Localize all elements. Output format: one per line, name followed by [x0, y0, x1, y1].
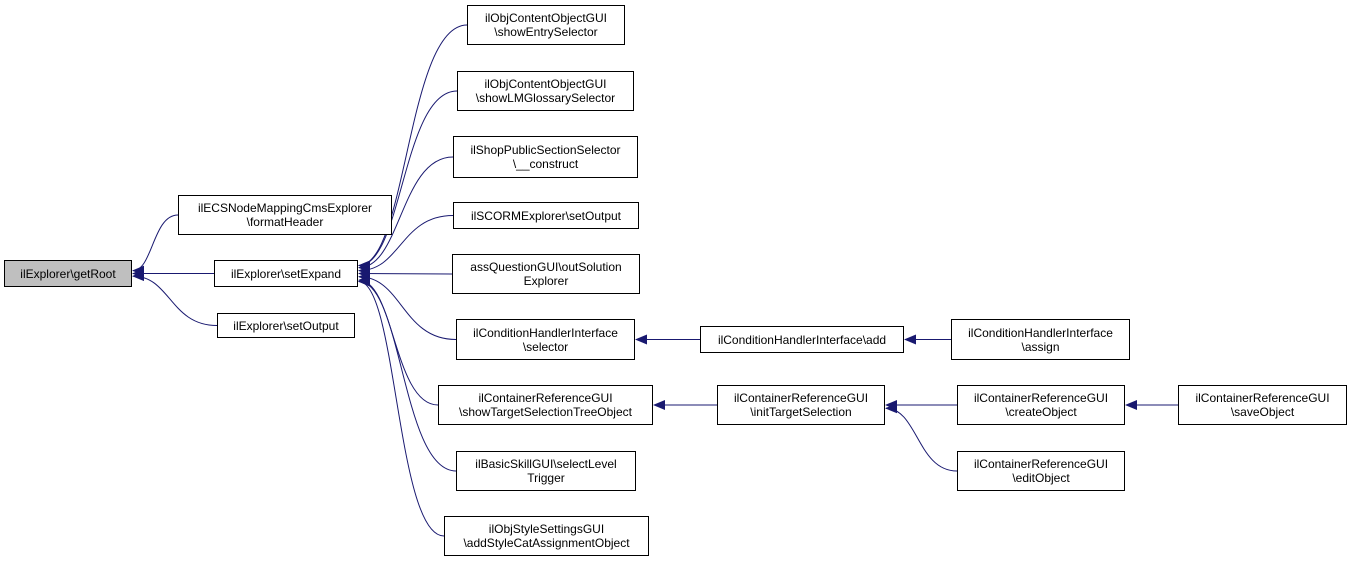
node-showtargetselectiontreeobject[interactable]: ilContainerReferenceGUI\showTargetSelect… — [438, 385, 653, 425]
edge-editobj-to-inittarget — [885, 403, 958, 472]
node-condition-add[interactable]: ilConditionHandlerInterface\add — [700, 326, 904, 353]
node-label-line: ilContainerReferenceGUI — [478, 391, 613, 405]
node-label-line: ilConditionHandlerInterface — [473, 325, 618, 340]
node-label-line: ilShopPublicSectionSelector — [470, 143, 621, 157]
node-label-line: \editObject — [1012, 471, 1070, 485]
node-label-line: \addStyleCatAssignmentObject — [463, 536, 630, 550]
edge-scormsetout-to-setexpand — [358, 215, 454, 276]
node-label-line: ilExplorer\setOutput — [233, 318, 339, 333]
node-label-line: \createObject — [1005, 405, 1077, 419]
node-label-line: ilContainerReferenceGUI — [973, 457, 1109, 471]
node-label-line: \__construct — [512, 157, 579, 171]
node-condition-selector[interactable]: ilConditionHandlerInterface\selector — [456, 319, 635, 360]
edge-formatheader-to-getroot — [132, 214, 179, 276]
node-scorm-setoutput[interactable]: ilSCORMExplorer\setOutput — [453, 202, 639, 229]
node-formatheader[interactable]: ilECSNodeMappingCmsExplorer\formatHeader — [178, 195, 392, 235]
node-label-line: ilBasicSkillGUI\selectLevel — [475, 457, 617, 471]
node-label-line: ilExplorer\getRoot — [20, 266, 116, 281]
node-label-line: assQuestionGUI\outSolution — [470, 260, 622, 274]
node-label-line: \selector — [522, 339, 569, 354]
edge-showtarget-to-setexpand — [358, 275, 439, 406]
node-label-line: ilECSNodeMappingCmsExplorer — [197, 201, 373, 215]
edge-stylesettings-to-setexpand — [358, 276, 445, 537]
node-saveobject[interactable]: ilContainerReferenceGUI\saveObject — [1178, 385, 1347, 425]
node-label-line: ilContainerReferenceGUI — [733, 391, 869, 405]
node-label-line: \assign — [1021, 339, 1060, 354]
node-showentryselector[interactable]: ilObjContentObjectGUI\showEntrySelector — [467, 5, 625, 45]
node-label-line: ilObjStyleSettingsGUI — [488, 522, 605, 536]
node-label-line: Explorer — [523, 274, 569, 288]
edge-condselector-to-setexpand — [358, 271, 457, 340]
node-label-line: ilConditionHandlerInterface — [968, 325, 1113, 340]
node-addstylecatassignmentobject[interactable]: ilObjStyleSettingsGUI\addStyleCatAssignm… — [444, 516, 649, 556]
node-getroot: ilExplorer\getRoot — [4, 260, 132, 287]
edge-basicskill-to-setexpand — [358, 276, 457, 472]
node-label-line: \showEntrySelector — [494, 25, 598, 39]
node-label-line: \saveObject — [1230, 405, 1295, 419]
node-label-line: \formatHeader — [246, 215, 324, 229]
edge-shoppublic-to-setexpand — [358, 156, 454, 273]
node-label-line: \initTargetSelection — [750, 405, 852, 419]
node-label-line: Trigger — [527, 471, 565, 485]
node-label-line: \showLMGlossarySelector — [475, 91, 616, 105]
node-inittargetselection[interactable]: ilContainerReferenceGUI\initTargetSelect… — [717, 385, 885, 425]
node-label-line: ilObjContentObjectGUI — [484, 11, 608, 25]
node-label-line: ilConditionHandlerInterface\add — [717, 332, 887, 347]
node-label-line: ilObjContentObjectGUI — [484, 77, 607, 91]
node-setoutput[interactable]: ilExplorer\setOutput — [217, 313, 355, 338]
node-showlmglossaryselector[interactable]: ilObjContentObjectGUI\showLMGlossarySele… — [457, 71, 634, 111]
node-shoppublicsectionselector[interactable]: ilShopPublicSectionSelector\__construct — [453, 136, 638, 178]
node-condition-assign[interactable]: ilConditionHandlerInterface\assign — [951, 319, 1130, 360]
edge-showlmgloss-to-setexpand — [358, 90, 458, 271]
node-editobject[interactable]: ilContainerReferenceGUI\editObject — [957, 451, 1125, 491]
edge-showentry-to-setexpand — [358, 24, 468, 271]
node-createobject[interactable]: ilContainerReferenceGUI\createObject — [957, 385, 1125, 425]
node-label-line: ilExplorer\setExpand — [230, 266, 342, 281]
node-label-line: ilContainerReferenceGUI — [1195, 391, 1330, 405]
node-label-line: ilSCORMExplorer\setOutput — [470, 208, 622, 223]
node-label-line: ilContainerReferenceGUI — [973, 391, 1109, 405]
node-label-line: \showTargetSelectionTreeObject — [459, 405, 632, 419]
edge-setoutput1-to-getroot — [132, 271, 218, 326]
node-setexpand[interactable]: ilExplorer\setExpand — [214, 260, 358, 287]
